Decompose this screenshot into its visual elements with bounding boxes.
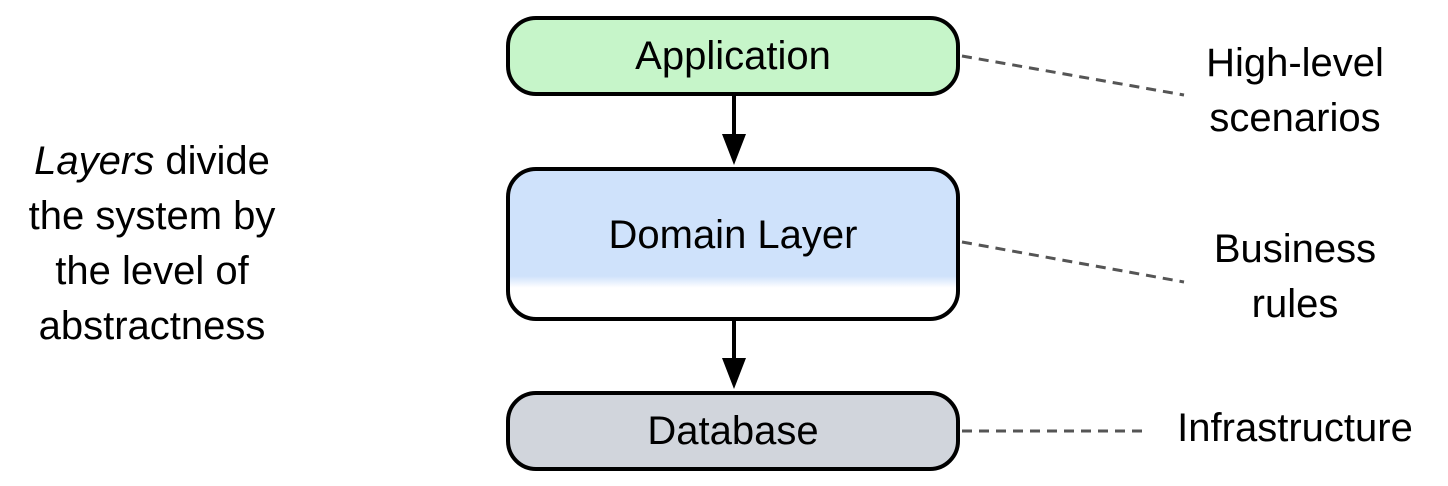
application-note-line-2: scenarios (1209, 96, 1381, 140)
caption-line-1-rest: divide (154, 139, 270, 183)
application-note: High-level scenarios (1170, 36, 1420, 146)
caption-emphasis: Layers (34, 139, 155, 183)
dashed-line-domain (961, 240, 1185, 284)
domain-layer-box: Domain Layer (506, 167, 960, 321)
caption-line-1: Layers divide (0, 134, 304, 189)
database-layer-label: Database (647, 408, 819, 453)
diagram-caption: Layers divide the system by the level of… (0, 134, 304, 354)
database-layer-box: Database (506, 391, 960, 471)
database-note-line-1: Infrastructure (1177, 406, 1413, 450)
domain-note: Business rules (1170, 222, 1420, 332)
dashed-line-application (961, 54, 1185, 97)
arrow-domain-to-db-head (722, 358, 746, 389)
application-layer-box: Application (506, 16, 960, 96)
application-layer-label: Application (635, 33, 831, 78)
application-note-line-1: High-level (1206, 41, 1384, 85)
arrow-app-to-domain-head (722, 134, 746, 165)
domain-note-line-2: rules (1251, 282, 1339, 326)
domain-layer-label: Domain Layer (608, 213, 858, 257)
database-note: Infrastructure (1150, 401, 1440, 456)
caption-line-2: the system by (28, 194, 276, 238)
domain-note-line-1: Business (1213, 227, 1377, 271)
caption-line-4: abstractness (38, 304, 266, 348)
caption-line-3: the level of (55, 249, 249, 293)
